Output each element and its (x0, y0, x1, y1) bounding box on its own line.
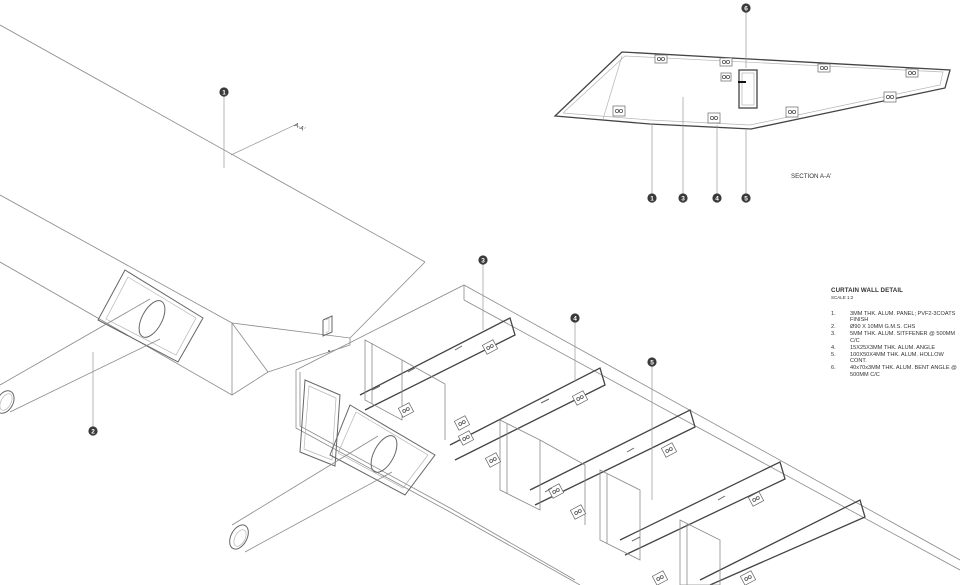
callout-c1-iso: 1 (219, 87, 229, 97)
callout-label: 1 (650, 195, 654, 202)
angle-clips (397, 339, 765, 585)
callout-c3-iso: 3 (478, 255, 488, 265)
legend-item: 1.3MM THK. ALUM. PANEL; PVF2-3COATS FINI… (831, 310, 956, 324)
callout-label: 2 (91, 428, 95, 435)
lower-tube (229, 435, 398, 553)
callout-label: 3 (481, 257, 485, 264)
callout-label: 5 (650, 359, 654, 366)
callout-c2-iso: 2 (88, 426, 98, 436)
callout-label: 5 (744, 195, 748, 202)
callout-c4-iso: 4 (570, 313, 580, 323)
isometric-assembly: A-A' (0, 24, 960, 585)
callout-label: 4 (715, 195, 719, 202)
section-marker-label: A-A' (293, 122, 306, 133)
legend: CURTAIN WALL DETAIL SCALE 1:2 1.3MM THK.… (831, 287, 960, 379)
legend-item: 6.40x70x3MM THK. ALUM. BENT ANGLE @ 500M… (831, 365, 957, 378)
legend-list: 1.3MM THK. ALUM. PANEL; PVF2-3COATS FINI… (831, 311, 960, 379)
upper-tube (0, 269, 204, 414)
upper-panel (0, 24, 426, 396)
fastener-marks (371, 345, 726, 542)
callout-c6-sec: 6 (741, 3, 751, 13)
section-title: SECTION A-A' (791, 173, 831, 180)
legend-scale: SCALE 1:2 (831, 294, 854, 300)
callout-label: 6 (744, 5, 748, 12)
callout-c4-sec: 4 (712, 193, 722, 203)
legend-item: 3.5MM THK. ALUM. SITFFENER @ 500MM C/C (831, 331, 956, 344)
legend-title: CURTAIN WALL DETAIL (831, 287, 904, 294)
legend-item: 4.15X25X3MM THK. ALUM. ANGLE (831, 344, 936, 351)
legend-item: 2.Ø90 X 10MM G.M.S. CHS (831, 324, 916, 331)
stiffeners (359, 317, 866, 585)
legend-item: 5.100X50X4MM THK. ALUM. HOLLOW CONT. (831, 351, 944, 365)
callout-c5-iso: 5 (647, 357, 657, 367)
section-cut-marker: A-A' (230, 122, 306, 156)
callout-c1-sec: 1 (647, 193, 657, 203)
callout-label: 3 (681, 195, 685, 202)
callout-label: 4 (573, 315, 577, 322)
section-view: SECTION A-A' (553, 12, 951, 198)
callout-c5-sec: 5 (741, 193, 751, 203)
lower-panel (295, 284, 960, 585)
hollow-sections (364, 339, 721, 585)
callout-c3-sec: 3 (678, 193, 688, 203)
callout-label: 1 (222, 89, 226, 96)
